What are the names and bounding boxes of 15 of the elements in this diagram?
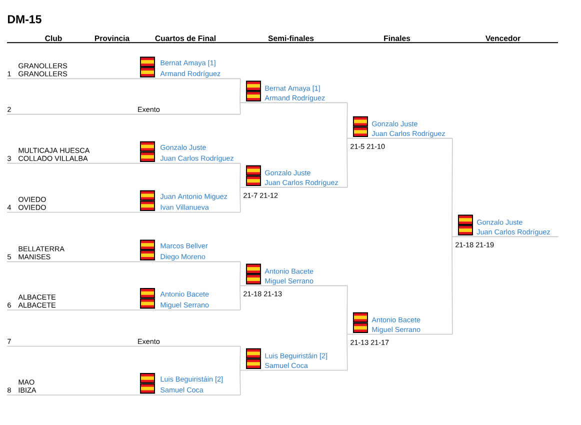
bracket-line <box>240 162 241 188</box>
bracket-line <box>240 78 241 104</box>
title: DM-15 <box>8 15 42 24</box>
bracket-line <box>240 370 241 396</box>
bracket-line <box>346 334 348 371</box>
bracket-line <box>240 102 241 115</box>
bracket-line <box>346 285 348 335</box>
bracket-line <box>452 138 453 238</box>
bracket-line <box>452 236 453 335</box>
bracket-line <box>240 346 241 371</box>
bracket-line <box>346 138 348 188</box>
bracket-line <box>240 285 241 310</box>
bracket-line <box>346 102 348 139</box>
bracket-line <box>240 261 241 286</box>
bracket-line <box>240 186 241 213</box>
